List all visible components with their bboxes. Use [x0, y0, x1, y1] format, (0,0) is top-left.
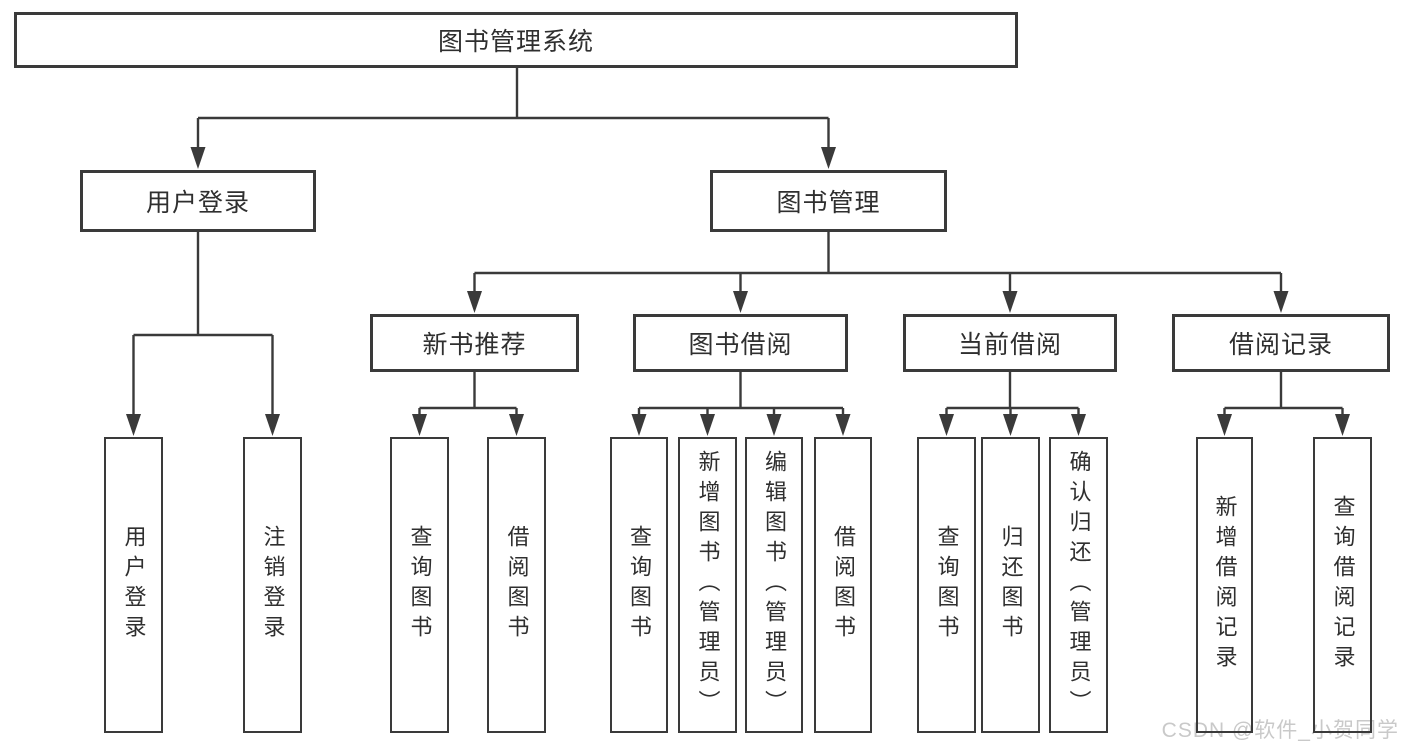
node-book-borrowing: 图书借阅 [633, 314, 848, 372]
leaf-add-books-admin: 新增图书（管理员） [678, 437, 737, 733]
leaf-label: 用户登录 [121, 525, 147, 645]
leaf-label: 借阅图书 [504, 525, 530, 645]
node-current-borrowing: 当前借阅 [903, 314, 1117, 372]
leaf-query-books-recommend: 查询图书 [390, 437, 449, 733]
node-label: 借阅记录 [1228, 331, 1333, 359]
arrowheads [126, 147, 1350, 436]
node-user-login-branch: 用户登录 [80, 170, 316, 232]
leaf-label: 新增借阅记录 [1212, 495, 1238, 675]
csdn-watermark: CSDN @软件_小贺同学 [1161, 719, 1399, 742]
node-new-book-recommendation: 新书推荐 [370, 314, 579, 372]
leaf-label: 归还图书 [998, 525, 1024, 645]
leaf-query-books-current: 查询图书 [917, 437, 976, 733]
leaf-label: 查询借阅记录 [1330, 495, 1356, 675]
node-book-management-branch: 图书管理 [710, 170, 947, 232]
leaf-logout-login: 注销登录 [243, 437, 302, 733]
leaf-edit-books-admin: 编辑图书（管理员） [745, 437, 803, 733]
leaf-label: 注销登录 [260, 525, 286, 645]
leaf-query-books-borrowing: 查询图书 [610, 437, 668, 733]
leaf-user-login: 用户登录 [104, 437, 163, 733]
leaf-label: 查询图书 [407, 525, 433, 645]
node-label: 当前借阅 [957, 331, 1062, 359]
leaf-confirm-return-admin: 确认归还（管理员） [1049, 437, 1108, 733]
leaf-add-borrow-record: 新增借阅记录 [1196, 437, 1253, 733]
node-label: 用户登录 [145, 189, 250, 217]
leaf-label: 确认归还（管理员） [1066, 450, 1092, 720]
node-label: 图书管理系统 [437, 28, 594, 56]
leaf-label: 新增图书（管理员） [695, 450, 721, 720]
leaf-borrow-books-borrowing: 借阅图书 [814, 437, 872, 733]
leaf-label: 编辑图书（管理员） [762, 450, 787, 720]
leaf-label: 查询图书 [627, 525, 652, 645]
leaf-query-borrow-record: 查询借阅记录 [1313, 437, 1372, 733]
node-label: 图书借阅 [688, 331, 793, 359]
node-label: 图书管理 [776, 189, 881, 217]
leaf-return-books: 归还图书 [981, 437, 1040, 733]
node-library-management-system: 图书管理系统 [14, 12, 1018, 68]
node-borrowing-records: 借阅记录 [1172, 314, 1390, 372]
node-label: 新书推荐 [422, 331, 527, 359]
leaf-borrow-books-recommend: 借阅图书 [487, 437, 546, 733]
leaf-label: 查询图书 [934, 525, 960, 645]
leaf-label: 借阅图书 [831, 525, 856, 645]
